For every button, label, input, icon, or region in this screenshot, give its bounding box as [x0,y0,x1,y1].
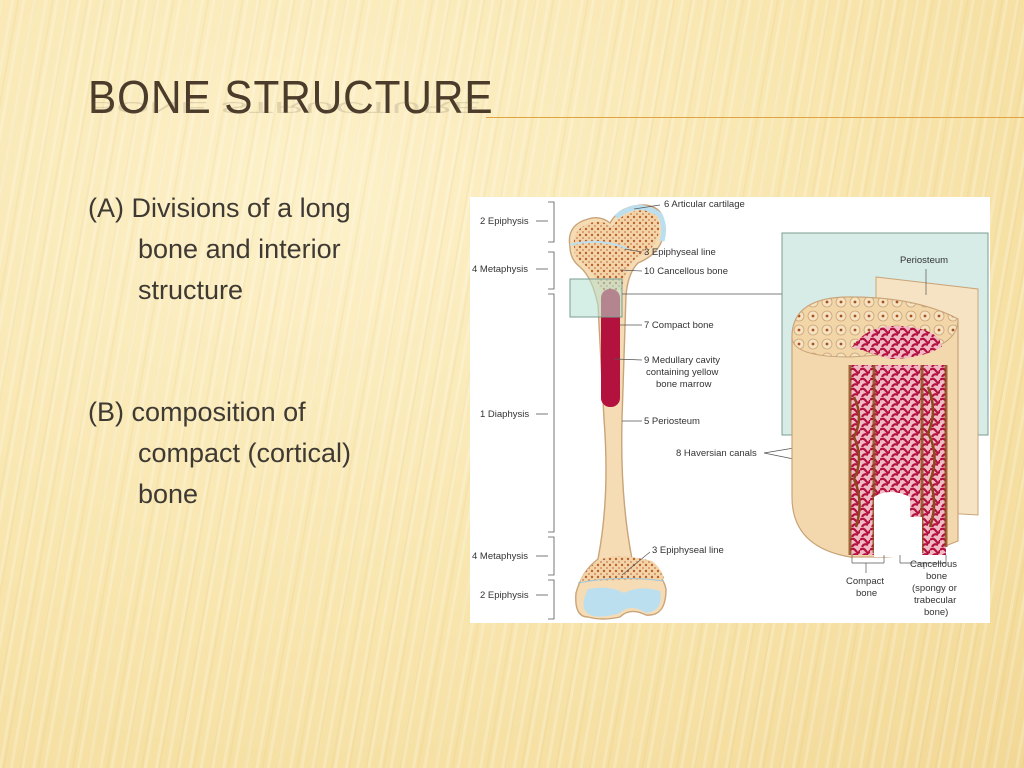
bullet-b-label: (B) [88,397,124,427]
label-epiphyseal-line-top: 3 Epiphyseal line [644,247,716,258]
detail-label-periosteum: Periosteum [900,255,948,266]
label-metaphysis-top: 4 Metaphysis [472,264,528,275]
bullet-a: (A) Divisions of a long bone and interio… [88,188,378,311]
detail-label-cancellous-4: trabecular [914,595,956,606]
femur-illustration [568,204,667,620]
label-articular-cartilage: 6 Articular cartilage [664,199,745,210]
bone-diagram-svg: 2 Epiphysis 4 Metaphysis 1 Diaphysis 4 M… [472,199,989,620]
detail-label-cancellous-2: bone [926,571,947,582]
label-cancellous-bone: 10 Cancellous bone [644,266,728,277]
compact-bone-detail [781,232,989,558]
label-compact-bone: 7 Compact bone [644,320,714,331]
detail-label-cancellous-1: Cancellous [910,559,957,570]
label-epiphysis-bottom: 2 Epiphysis [480,590,529,601]
label-epiphyseal-line-bottom: 3 Epiphyseal line [652,545,724,556]
slide-title: BONE STRUCTURE [88,71,494,123]
label-epiphysis-top: 2 Epiphysis [480,216,529,227]
detail-label-cancellous-5: bone) [924,607,948,618]
title-underline [486,117,1024,118]
label-periosteum: 5 Periosteum [644,416,700,427]
label-haversian-canals: 8 Haversian canals [676,448,757,459]
bullet-a-label: (A) [88,193,124,223]
detail-leader-lines [851,269,947,573]
bullet-b: (B) composition of compact (cortical) bo… [88,392,378,515]
label-metaphysis-bottom: 4 Metaphysis [472,551,528,562]
division-brackets [536,201,555,620]
label-medullary-3: bone marrow [656,379,712,390]
label-diaphysis: 1 Diaphysis [480,409,529,420]
detail-label-compact-2: bone [856,588,877,599]
bone-diagram: 2 Epiphysis 4 Metaphysis 1 Diaphysis 4 M… [470,197,990,623]
bullet-a-text: Divisions of a long bone and interior st… [131,193,351,305]
label-medullary-1: 9 Medullary cavity [644,355,720,366]
detail-label-compact-1: Compact [846,576,884,587]
slide-title-reflection: BONE STRUCTURE [88,98,481,117]
detail-label-cancellous-3: (spongy or [912,583,957,594]
label-medullary-2: containing yellow [646,367,718,378]
bullet-b-text: composition of compact (cortical) bone [131,397,352,509]
